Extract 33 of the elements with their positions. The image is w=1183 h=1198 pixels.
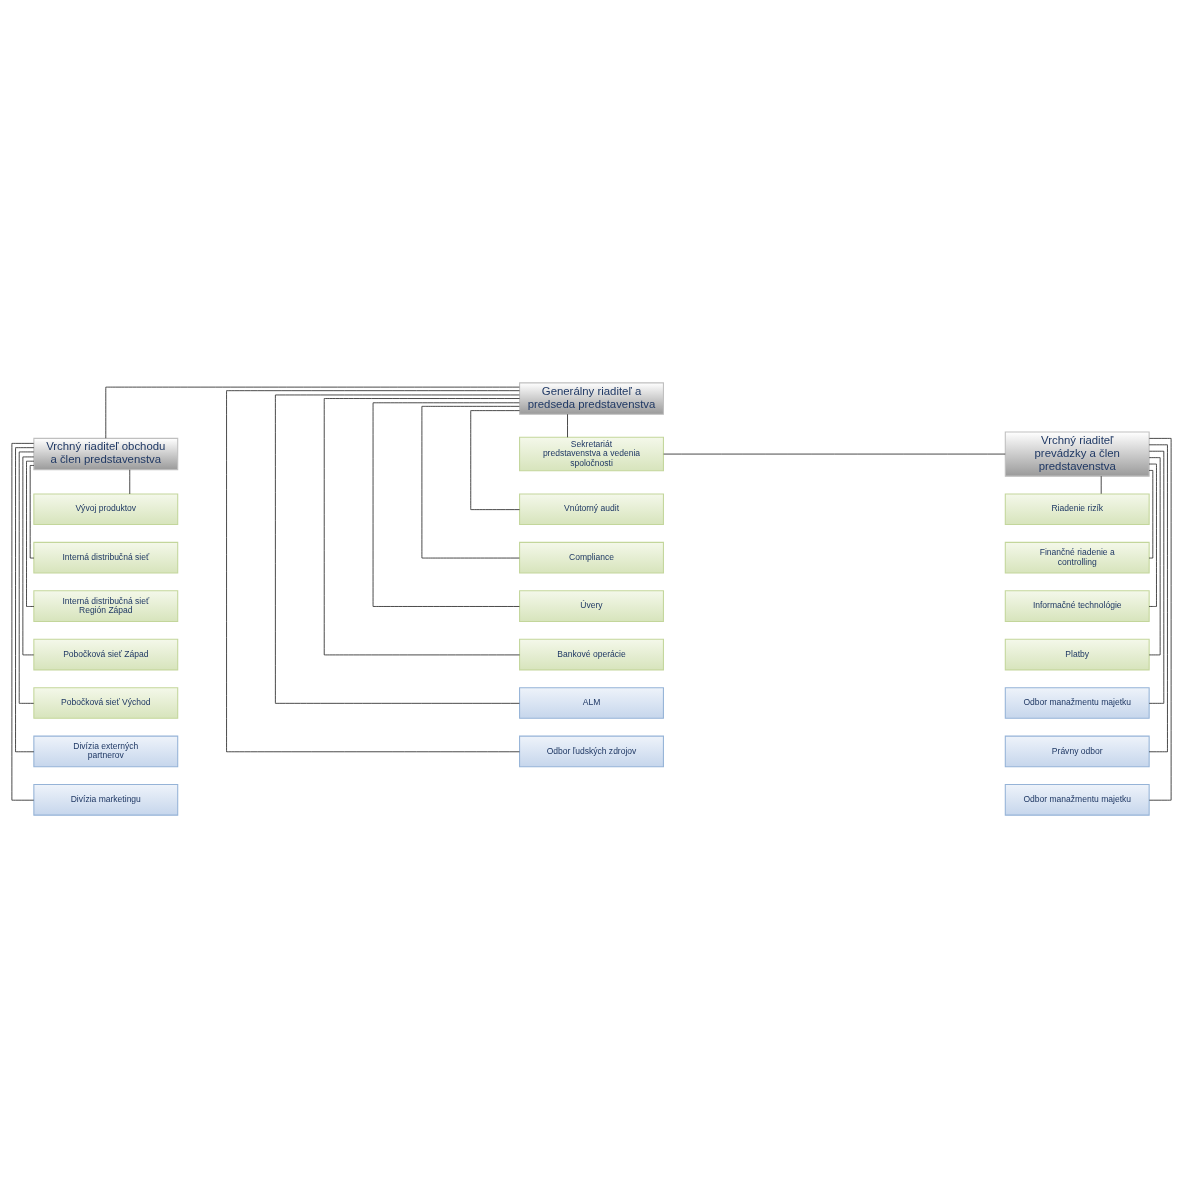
connector — [26, 460, 35, 607]
node-box: Divízia externých partnerov — [33, 735, 179, 768]
node-box: ALM — [519, 687, 664, 719]
node-box: Informačné technológie — [1004, 590, 1150, 622]
connector — [226, 390, 520, 753]
node-box: Právny odbor — [1004, 735, 1150, 768]
node-box: Compliance — [519, 541, 664, 574]
node-box: Odbor ľudských zdrojov — [519, 735, 664, 768]
node-box: Interná distribučná sieť — [33, 541, 179, 574]
node-box: Finančné riadenie a controlling — [1004, 541, 1150, 574]
node-box: Generálny riaditeľ a predseda predstavenstva — [519, 382, 664, 415]
node-box: Platby — [1004, 638, 1150, 671]
node-box: Vrchný riaditeľ obchodu a člen predstavenstva — [33, 437, 179, 471]
node-box: Riadenie rizík — [1004, 493, 1150, 526]
connector — [323, 398, 520, 656]
node-box: Vývoj produktov — [33, 493, 179, 526]
node-box: Úvery — [519, 590, 664, 622]
node-box: Vrchný riaditeľ prevádzky a člen predstavenstva — [1004, 431, 1150, 477]
connector — [275, 394, 520, 704]
node-box: Vnútorný audit — [519, 493, 664, 526]
node-box: Pobočková sieť Západ — [33, 638, 179, 671]
node-box: Divízia marketingu — [33, 784, 179, 816]
node-box: Bankové operácie — [519, 638, 664, 671]
node-box: Odbor manažmentu majetku — [1004, 784, 1150, 816]
connector — [372, 402, 520, 607]
node-box: Odbor manažmentu majetku — [1004, 687, 1150, 719]
node-box: Sekretariát predstavenstva a vedenia spoločnosti — [519, 436, 664, 472]
connector — [15, 447, 35, 753]
node-box: Pobočková sieť Východ — [33, 687, 179, 719]
connector — [567, 413, 568, 438]
node-box: Interná distribučná sieť Región Západ — [33, 590, 179, 622]
connector — [1148, 463, 1157, 607]
connector — [1148, 444, 1168, 753]
